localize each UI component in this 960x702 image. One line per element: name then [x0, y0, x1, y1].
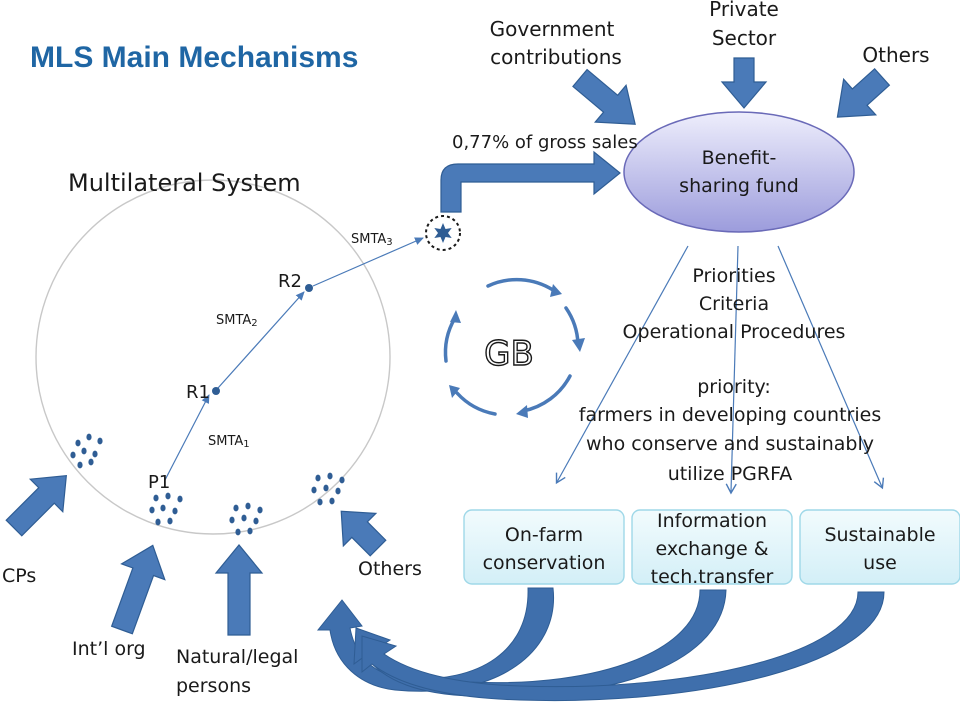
priorities-text: Priorities Criteria Operational Procedur…	[579, 265, 881, 485]
page-title: MLS Main Mechanisms	[30, 41, 358, 74]
box1-line2: conservation	[483, 552, 606, 574]
box1-line1: On-farm	[505, 524, 583, 546]
government-label-2: contributions	[490, 45, 622, 69]
others-source-arrow	[836, 67, 891, 118]
royalty-label: 0,77% of gross sales	[452, 132, 638, 153]
r2-label: R2	[278, 271, 302, 292]
box-on-farm-conservation	[463, 509, 625, 585]
dot-cluster-natural	[229, 502, 263, 536]
dot-cluster-p1	[149, 492, 183, 526]
private-label-2: Sector	[712, 26, 777, 50]
r1-node	[212, 387, 220, 395]
natural-label-2: persons	[176, 675, 251, 697]
smta1-label: SMTA1	[208, 434, 250, 450]
dot-cluster-others	[311, 472, 345, 506]
return-arrows	[316, 587, 885, 702]
dot-cluster-cps	[70, 433, 103, 469]
government-arrow	[572, 68, 636, 125]
intl-org-arrow	[110, 544, 166, 635]
star-icon	[434, 223, 452, 243]
priorities-line6: who conserve and sustainably	[586, 433, 874, 455]
priorities-line5: farmers in developing countries	[579, 404, 881, 426]
r1-label: R1	[186, 382, 210, 403]
others-input-arrow	[340, 510, 387, 557]
box2-line2: exchange &	[655, 538, 768, 560]
natural-persons-arrow	[214, 544, 264, 636]
benefit-sharing-fund	[623, 111, 855, 233]
box3-line2: use	[863, 552, 897, 574]
priorities-line1: Priorities	[692, 265, 775, 287]
p1-label: P1	[148, 472, 170, 493]
p1-to-r1-arrow	[164, 394, 210, 481]
fund-label-line2: sharing fund	[679, 175, 799, 197]
r2-node	[305, 284, 313, 292]
others-input-label: Others	[358, 558, 422, 580]
multilateral-system-label: Multilateral System	[68, 169, 301, 197]
cps-label: CPs	[2, 565, 36, 587]
government-label-1: Government	[490, 17, 615, 41]
intl-org-label: Int’l org	[72, 638, 146, 660]
fund-to-info-arrow	[725, 245, 739, 495]
private-label-1: Private	[709, 0, 779, 21]
box-sustainable-use	[799, 509, 960, 585]
smta2-label: SMTA2	[216, 313, 258, 329]
r2-to-smta3-arrow	[312, 237, 424, 287]
others-source-label: Others	[862, 43, 929, 67]
natural-label-1: Natural/legal	[176, 646, 298, 668]
box-information-exchange	[631, 509, 793, 585]
box2-line3: tech.transfer	[651, 566, 774, 588]
private-sector-arrow	[720, 57, 768, 109]
fund-to-onfarm-arrow	[555, 245, 689, 485]
priorities-line7: utilize PGRFA	[668, 463, 793, 485]
priorities-line2: Criteria	[699, 293, 769, 315]
gb-label: GB	[484, 334, 534, 374]
priorities-line4: priority:	[697, 376, 771, 398]
royalty-arrow	[440, 150, 621, 213]
gb-cycle-arrowheads	[449, 284, 585, 418]
fund-to-sustainable-arrow	[777, 245, 885, 490]
fund-label-line1: Benefit-	[702, 147, 777, 169]
smta3-label: SMTA3	[351, 232, 393, 248]
r1-to-r2-arrow	[217, 291, 305, 389]
priorities-line3: Operational Procedures	[623, 321, 846, 343]
multilateral-system-circle	[35, 179, 391, 535]
box2-line1: Information	[657, 510, 767, 532]
box3-line1: Sustainable	[824, 524, 935, 546]
cps-arrow	[5, 475, 67, 537]
